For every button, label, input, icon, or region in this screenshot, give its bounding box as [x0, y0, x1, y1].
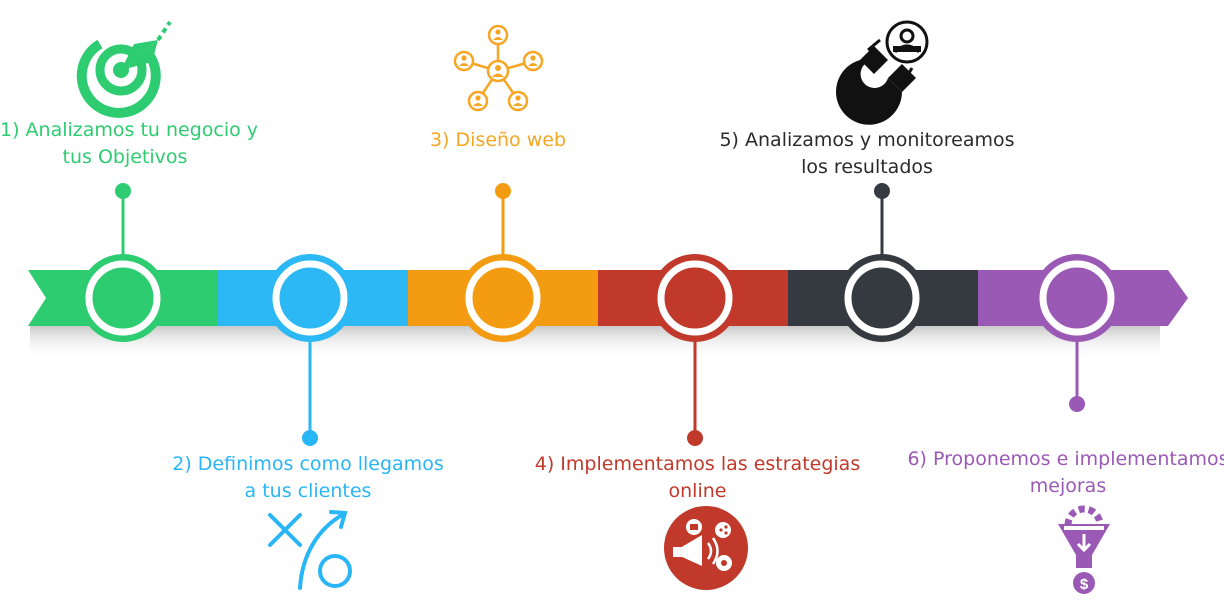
target-arrow-icon — [76, 20, 172, 118]
node-5 — [838, 254, 926, 342]
connector-dot-6 — [1069, 396, 1085, 412]
step-1-line-1: 1) Analizamos tu negocio y — [0, 119, 259, 141]
step-2-line-2: a tus clientes — [244, 480, 372, 502]
step-4-line-1: 4) Implementamos las estrategias — [534, 453, 861, 475]
node-2 — [266, 254, 354, 342]
step-3-line-1: 3) Diseño web — [429, 129, 567, 151]
strategy-play-icon — [268, 510, 352, 590]
step-4-label: 4) Implementamos las estrategias online — [520, 451, 875, 505]
connector-dot-4 — [687, 430, 703, 446]
step-4-line-2: online — [668, 480, 727, 502]
node-1 — [79, 254, 167, 342]
step-5-label: 5) Analizamos y monitoreamos los resulta… — [712, 127, 1022, 181]
node-6 — [1033, 254, 1121, 342]
connector-dot-2 — [302, 430, 318, 446]
step-5-line-1: 5) Analizamos y monitoreamos — [719, 129, 1015, 151]
connector-dot-1 — [115, 183, 131, 199]
connectors — [115, 183, 1085, 446]
step-2-line-1: 2) Definimos como llegamos — [172, 453, 444, 475]
connector-dot-3 — [495, 183, 511, 199]
step-1-line-2: tus Objetivos — [62, 146, 188, 168]
connector-dot-5 — [874, 183, 890, 199]
step-2-label: 2) Definimos como llegamos a tus cliente… — [158, 451, 458, 505]
gear-funnel-dollar-icon: $ — [1058, 505, 1110, 594]
step-5-line-2: los resultados — [801, 156, 933, 178]
node-3 — [459, 254, 547, 342]
timeline-band — [28, 270, 1188, 326]
step-6-label: 6) Proponemos e implementamos mejoras — [898, 446, 1224, 500]
nodes — [79, 254, 1121, 342]
svg-text:$: $ — [1080, 576, 1089, 593]
step-3-label: 3) Diseño web — [398, 127, 598, 154]
step-6-line-1: 6) Proponemos e implementamos — [907, 448, 1224, 470]
step-1-label: 1) Analizamos tu negocio y tus Objetivos — [0, 117, 259, 171]
step-6-line-2: mejoras — [1029, 475, 1107, 497]
band-shadow — [30, 326, 1160, 360]
network-users-icon — [453, 24, 544, 112]
node-4 — [651, 254, 739, 342]
megaphone-social-icon — [664, 506, 748, 590]
magnet-user-icon — [836, 20, 929, 125]
